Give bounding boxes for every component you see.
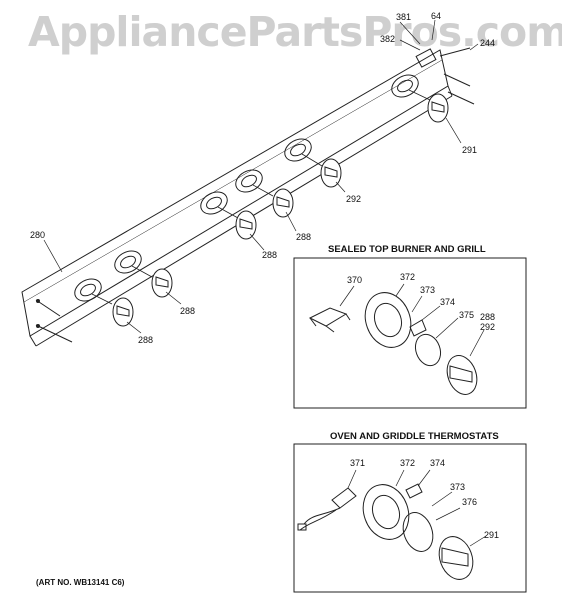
callout-372-bottom: 372	[400, 458, 416, 468]
callout-288-d: 288	[138, 335, 154, 345]
callout-292: 292	[346, 194, 362, 204]
callout-382: 382	[380, 34, 396, 44]
callout-288-b: 288	[262, 250, 278, 260]
oven-griddle-box	[293, 443, 527, 593]
knobs	[112, 93, 449, 327]
callout-288-a: 288	[296, 232, 312, 242]
knob-openings	[74, 74, 419, 302]
art-number: (ART NO. WB13141 C6)	[36, 578, 125, 587]
callout-373-top: 373	[420, 285, 436, 295]
callout-374-top: 374	[440, 297, 456, 307]
callout-373-bottom: 373	[450, 482, 466, 492]
callout-374-bottom: 374	[430, 458, 446, 468]
callout-288-box: 288	[480, 312, 496, 322]
callout-370: 370	[347, 275, 363, 285]
callout-381: 381	[396, 12, 412, 22]
control-panel	[21, 47, 475, 347]
oven-griddle-title: OVEN AND GRIDDLE THERMOSTATS	[330, 431, 499, 442]
callout-375: 375	[459, 310, 475, 320]
callout-371: 371	[350, 458, 366, 468]
callout-291-box: 291	[484, 530, 500, 540]
callout-64: 64	[431, 11, 442, 21]
panel-leaders	[43, 19, 479, 334]
callout-292-box: 292	[480, 322, 496, 332]
callout-372-top: 372	[400, 272, 416, 282]
sealed-top-box	[293, 257, 527, 409]
callout-291: 291	[462, 145, 478, 155]
sealed-top-title: SEALED TOP BURNER AND GRILL	[328, 244, 486, 255]
callout-288-c: 288	[180, 306, 196, 316]
callout-376: 376	[462, 497, 478, 507]
knob-stems	[91, 89, 431, 305]
callout-244: 244	[480, 38, 496, 48]
callout-280: 280	[30, 230, 46, 240]
